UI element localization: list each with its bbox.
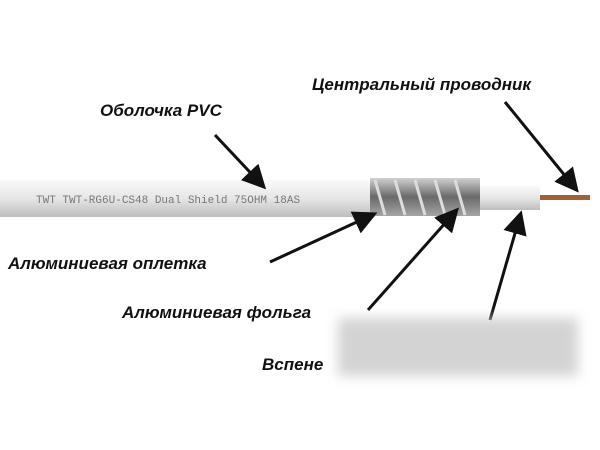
pointer-arrows (213, 101, 579, 321)
label-jacket: Оболочка PVC (100, 101, 222, 120)
label-braid: Алюминиевая оплетка (8, 254, 207, 273)
label-dielectric: Вспене (262, 355, 324, 374)
cable-dielectric (480, 186, 540, 210)
blurred-region (338, 318, 578, 376)
cable-marking: TWT TWT-RG6U-CS48 Dual Shield 75OHM 18AS (36, 195, 300, 207)
cable-conductor (540, 195, 590, 200)
label-foil: Алюминиевая фольга (122, 303, 312, 322)
cable-jacket (0, 180, 375, 217)
label-conductor: Центральный проводник (312, 75, 531, 94)
